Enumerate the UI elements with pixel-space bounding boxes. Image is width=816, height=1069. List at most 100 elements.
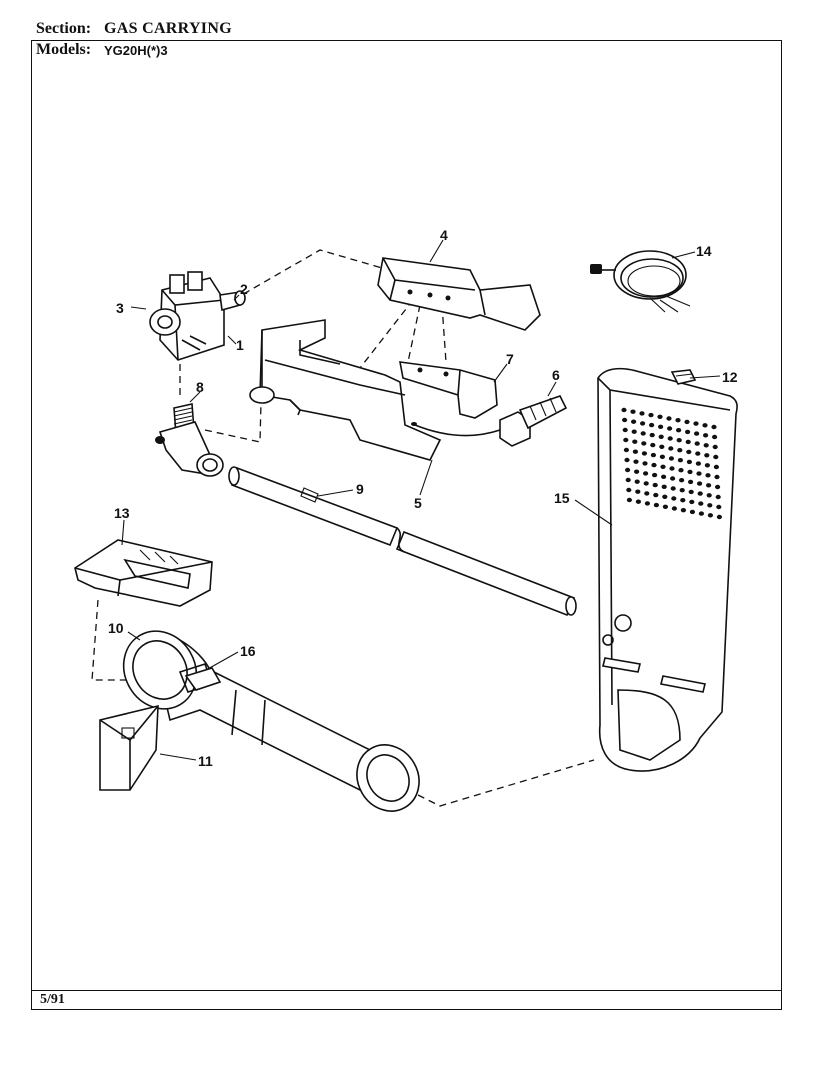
vent-hole xyxy=(697,481,703,486)
callout-2: 2 xyxy=(240,281,248,297)
vent-hole xyxy=(667,426,673,431)
callout-16: 16 xyxy=(240,643,256,659)
callout-13: 13 xyxy=(114,505,130,521)
vent-hole xyxy=(698,501,704,506)
vent-hole xyxy=(688,479,694,485)
vent-hole xyxy=(695,461,702,466)
vent-hole xyxy=(677,448,683,453)
vent-hole xyxy=(705,473,711,478)
vent-hole xyxy=(716,504,722,510)
vent-hole xyxy=(623,437,629,443)
vent-hole xyxy=(659,454,666,459)
vent-hole xyxy=(686,449,692,455)
vent-hole xyxy=(679,488,685,493)
vent-hole xyxy=(621,407,627,413)
vent-hole xyxy=(634,479,640,484)
vent-hole xyxy=(712,434,718,440)
vent-hole xyxy=(662,504,669,509)
vent-hole xyxy=(635,499,642,504)
callout-3: 3 xyxy=(116,300,124,316)
mounting-bracket-5 xyxy=(249,319,442,461)
callout-4: 4 xyxy=(440,227,448,243)
vent-hole xyxy=(679,478,685,483)
burner-bracket-4 xyxy=(377,257,541,331)
vent-hole xyxy=(635,489,641,494)
vent-hole xyxy=(658,434,664,439)
vent-hole xyxy=(697,491,703,496)
flame-sensor-12 xyxy=(670,369,697,385)
vent-hole xyxy=(625,467,631,473)
vent-hole xyxy=(671,496,677,501)
vent-hole xyxy=(632,449,639,454)
vent-hole xyxy=(668,456,675,461)
vent-hole xyxy=(666,416,672,421)
vent-hole xyxy=(625,477,631,483)
vent-hole xyxy=(689,509,696,515)
vent-hole xyxy=(687,469,693,475)
section-title: GAS CARRYING xyxy=(104,20,232,37)
vent-hole xyxy=(651,462,657,468)
vent-hole xyxy=(698,511,705,516)
callout-9: 9 xyxy=(356,481,364,497)
vent-hole xyxy=(693,421,699,426)
vent-hole xyxy=(675,418,681,423)
vent-hole xyxy=(631,429,637,434)
vent-hole xyxy=(658,424,664,429)
vent-hole xyxy=(626,497,633,503)
vent-hole xyxy=(676,438,682,443)
vent-hole xyxy=(643,481,649,486)
vent-hole xyxy=(695,451,701,456)
vent-hole xyxy=(640,431,646,436)
vent-grille xyxy=(621,407,723,520)
footer-divider xyxy=(31,990,782,991)
vent-hole xyxy=(633,459,639,464)
vent-hole xyxy=(639,411,645,416)
vent-hole xyxy=(624,457,630,463)
vent-hole xyxy=(650,442,656,448)
gas-valve-assembly xyxy=(149,271,246,361)
gas-tube-9 xyxy=(228,466,577,617)
vent-hole xyxy=(715,484,721,490)
vent-hole xyxy=(670,476,676,481)
vent-hole xyxy=(653,502,660,508)
vent-hole xyxy=(671,506,678,511)
models-value: YG20H(*)3 xyxy=(104,43,168,58)
revision-date: 5/91 xyxy=(40,992,65,1007)
callout-6: 6 xyxy=(552,367,560,383)
vent-hole xyxy=(652,472,658,478)
callout-7: 7 xyxy=(506,351,514,367)
vent-hole xyxy=(657,414,663,419)
vent-hole xyxy=(707,513,714,518)
vent-hole xyxy=(623,447,630,453)
callout-10: 10 xyxy=(108,620,124,636)
vent-hole xyxy=(703,443,709,448)
vent-hole xyxy=(676,428,682,433)
vent-hole xyxy=(703,433,709,438)
vent-hole xyxy=(634,469,640,474)
vent-hole xyxy=(668,446,674,451)
vent-hole xyxy=(622,417,628,423)
vent-hole xyxy=(688,489,694,495)
vent-hole xyxy=(631,419,637,424)
vent-hole xyxy=(712,444,718,450)
vent-hole xyxy=(714,474,720,480)
vent-hole xyxy=(678,468,684,473)
vent-hole xyxy=(711,424,717,430)
chamber-clip-16 xyxy=(184,667,222,691)
vent-hole xyxy=(641,441,647,446)
diagram-frame xyxy=(31,40,782,1010)
vent-hole xyxy=(640,421,646,426)
callout-labels: 1 2 3 4 5 6 7 8 9 10 11 12 13 14 15 16 xyxy=(108,227,738,769)
chamber-support-11 xyxy=(99,704,159,791)
vent-hole xyxy=(716,514,723,520)
vent-hole xyxy=(685,429,691,435)
vent-hole xyxy=(677,458,684,463)
vent-hole xyxy=(648,412,654,418)
vent-hole xyxy=(680,508,687,513)
vent-hole xyxy=(704,453,710,458)
support-bracket-7 xyxy=(399,361,498,419)
vent-hole xyxy=(649,432,655,438)
callout-14: 14 xyxy=(696,243,712,259)
section-label: Section: xyxy=(36,20,92,37)
vent-hole xyxy=(632,439,638,444)
